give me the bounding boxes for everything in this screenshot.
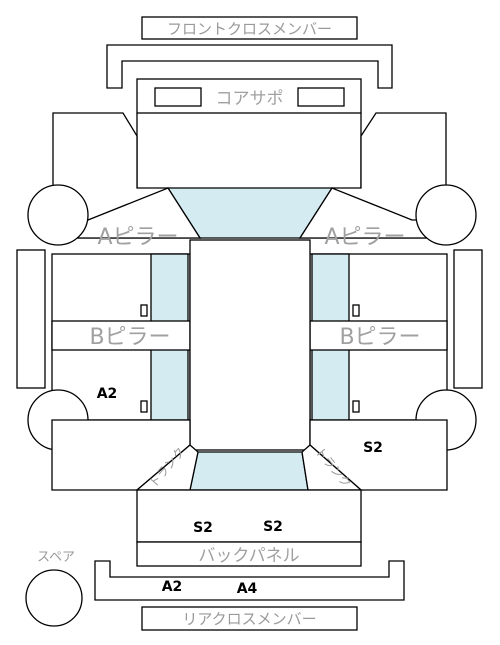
- back-panel-label: バックパネル: [198, 546, 299, 566]
- left-body-side: [51, 253, 191, 421]
- mark-s2-trunk-left: S2: [193, 520, 213, 536]
- rear-cross-member-label: リアクロスメンバー: [182, 610, 316, 628]
- spare-label: スペア: [37, 550, 75, 565]
- a-pillar-right-label: Aピラー: [324, 225, 405, 250]
- rear-window: [189, 451, 309, 491]
- core-support: コアサポ: [136, 78, 362, 114]
- mark-a2-left-side: A2: [97, 386, 118, 402]
- rear-bumper-reinforcement: [94, 560, 405, 601]
- front-cross-member: フロントクロスメンバー: [106, 16, 393, 89]
- mark-s2-trunk-right: S2: [263, 519, 283, 535]
- a-pillar-left: Aピラー: [51, 187, 202, 250]
- front-left-wheel: [27, 184, 89, 246]
- spare-tire: スペア: [25, 550, 83, 627]
- left-side-sill: [16, 249, 46, 389]
- core-support-label: コアサポ: [216, 89, 284, 109]
- a-pillar-left-label: Aピラー: [97, 225, 178, 250]
- mark-a2-rear: A2: [162, 579, 183, 595]
- front-right-wheel: [415, 184, 477, 246]
- b-pillar-left-label: Bピラー: [89, 325, 170, 350]
- rear-cross-member: リアクロスメンバー: [141, 606, 358, 631]
- front-cross-member-label: フロントクロスメンバー: [167, 20, 332, 38]
- right-side-sill: [453, 249, 483, 389]
- trunk-floor: [136, 489, 362, 543]
- roof: [189, 239, 311, 451]
- mark-s2-right-side: S2: [363, 440, 383, 456]
- back-panel: バックパネル: [136, 541, 362, 567]
- b-pillar-right-label: Bピラー: [339, 325, 420, 350]
- a-pillar-right: Aピラー: [298, 187, 448, 250]
- mark-a4-rear: A4: [237, 581, 258, 597]
- right-body-side: [309, 253, 448, 421]
